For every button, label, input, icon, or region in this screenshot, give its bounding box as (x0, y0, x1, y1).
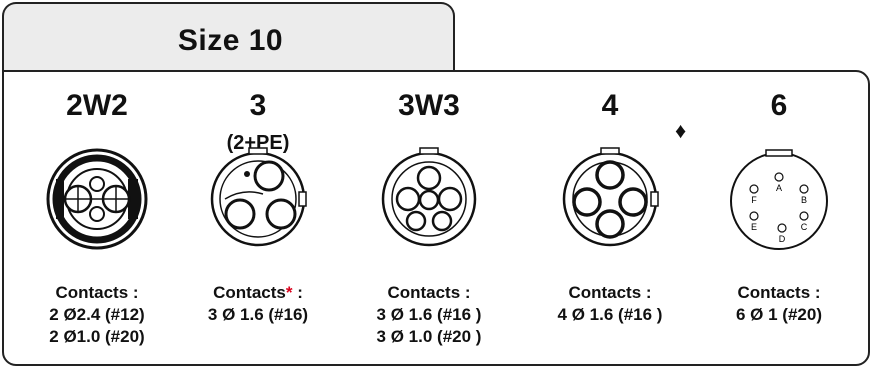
contacts-label: Contacts (55, 283, 129, 302)
column-2w2: 2W2 Contacts : 2 Ø2.4 (#12) 2 Ø1.0 (#20) (12, 72, 182, 362)
connector-6-drawing: A B C D E F (730, 149, 828, 250)
pin-label-d: D (779, 234, 786, 244)
contacts-line-1: 4 Ø 1.6 (#16 ) (557, 305, 663, 324)
column-name: 2W2 (66, 89, 128, 122)
contacts-line-1: 3 Ø 1.6 (#16) (207, 305, 309, 324)
contacts-info: Contacts : 4 Ø 1.6 (#16 ) (525, 282, 695, 326)
column-name: 4 (601, 89, 619, 122)
pin-label-f: F (751, 195, 757, 205)
contacts-label: Contacts (387, 283, 461, 302)
column-name: 3W3 (398, 89, 460, 122)
diamond-marker: ♦ (675, 118, 687, 143)
column-name: 6 (770, 89, 788, 122)
pin-label-e: E (751, 222, 757, 232)
connector-3w3-drawing (381, 147, 477, 247)
tab-title: Size 10 (177, 24, 284, 57)
contacts-info: Contacts : 3 Ø 1.6 (#16 ) 3 Ø 1.0 (#20 ) (344, 282, 514, 348)
contacts-line-2: 2 Ø1.0 (#20) (49, 327, 145, 346)
contacts-asterisk: * (285, 283, 293, 302)
contacts-line-2: 3 Ø 1.0 (#20 ) (376, 327, 482, 346)
contacts-line-1: 2 Ø2.4 (#12) (49, 305, 145, 324)
pin-label-b: B (801, 195, 807, 205)
contacts-info: Contacts : 2 Ø2.4 (#12) 2 Ø1.0 (#20) (12, 282, 182, 348)
connector-4-drawing (562, 147, 659, 247)
column-3: 3 (2+PE) Contacts* : 3 Ø 1.6 (#16) (173, 72, 343, 362)
column-6: 6 A B C D E F Contacts : 6 Ø 1 (#20) (694, 72, 864, 362)
column-4: 4 Contacts : 4 Ø 1.6 (#16 ) (525, 72, 695, 362)
contacts-colon: : (810, 283, 821, 302)
contacts-info: Contacts : 6 Ø 1 (#20) (694, 282, 864, 326)
column-subtitle: (2+PE) (226, 132, 290, 154)
connector-3-drawing (210, 147, 307, 247)
size-tab: Size 10 (2, 2, 455, 72)
contacts-colon: : (460, 283, 471, 302)
connector-2w2-drawing (46, 148, 148, 250)
contacts-line-1: 6 Ø 1 (#20) (736, 305, 822, 324)
contacts-colon: : (641, 283, 652, 302)
contacts-colon: : (128, 283, 139, 302)
contacts-label: Contacts (213, 283, 286, 302)
contacts-line-1: 3 Ø 1.6 (#16 ) (376, 305, 482, 324)
pin-label-c: C (801, 222, 808, 232)
column-3w3: 3W3 Contacts : 3 Ø 1.6 (#16 ) 3 Ø 1.0 (#… (344, 72, 514, 362)
contacts-info: Contacts* : 3 Ø 1.6 (#16) (173, 282, 343, 326)
contacts-colon: : (292, 283, 303, 302)
pin-label-a: A (776, 183, 782, 193)
contacts-label: Contacts (737, 283, 811, 302)
column-name: 3 (249, 89, 267, 122)
contacts-label: Contacts (568, 283, 642, 302)
